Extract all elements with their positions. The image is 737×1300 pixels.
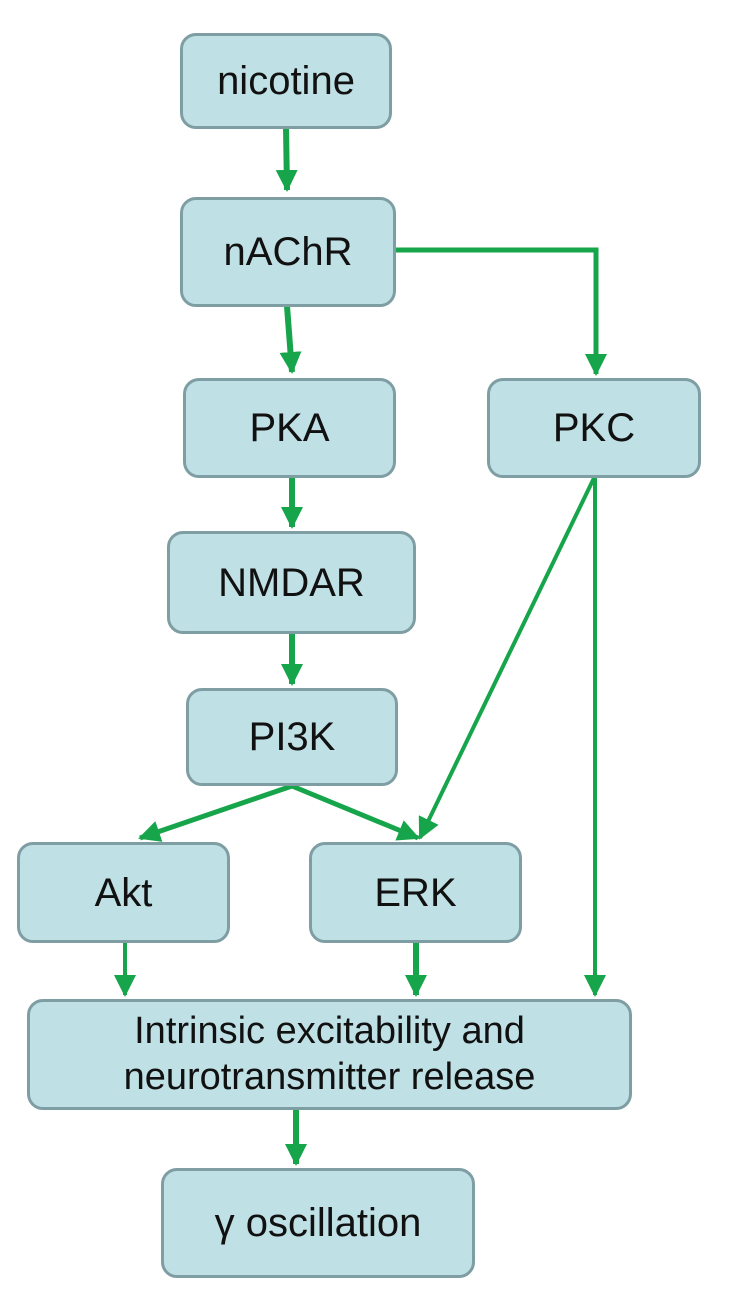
- node-pkc: PKC: [487, 378, 701, 478]
- node-nachr-label: nAChR: [223, 230, 353, 274]
- node-akt: Akt: [17, 842, 230, 943]
- node-pi3k: PI3K: [186, 688, 398, 786]
- node-pka: PKA: [183, 378, 396, 478]
- arrow-nicotine-nachr: [275, 127, 298, 192]
- node-akt-label: Akt: [94, 870, 153, 915]
- arrow-pi3k-erk: [291, 783, 420, 841]
- node-nicotine-label: nicotine: [217, 59, 355, 103]
- arrow-pi3k-akt: [138, 783, 293, 842]
- node-excitability: Intrinsic excitability and neurotransmit…: [27, 999, 632, 1110]
- node-gamma-oscillation-label: γ oscillation: [214, 1201, 422, 1245]
- arrow-pkc-erk: [418, 477, 596, 840]
- arrow-nachr-pkc: [395, 247, 607, 376]
- node-excitability-line2: neurotransmitter release: [123, 1055, 536, 1098]
- node-gamma-oscillation: γ oscillation: [161, 1168, 475, 1278]
- node-erk: ERK: [309, 842, 522, 943]
- node-excitability-line1: Intrinsic excitability and: [134, 1009, 525, 1052]
- node-nmdar-label: NMDAR: [218, 560, 365, 605]
- node-nmdar: NMDAR: [167, 531, 416, 634]
- node-pka-label: PKA: [249, 406, 330, 450]
- node-nachr: nAChR: [180, 197, 396, 307]
- arrow-nachr-pka: [279, 305, 302, 374]
- node-pkc-label: PKC: [552, 406, 636, 450]
- node-nicotine: nicotine: [180, 33, 392, 129]
- node-erk-label: ERK: [374, 870, 457, 915]
- node-pi3k-label: PI3K: [248, 715, 336, 759]
